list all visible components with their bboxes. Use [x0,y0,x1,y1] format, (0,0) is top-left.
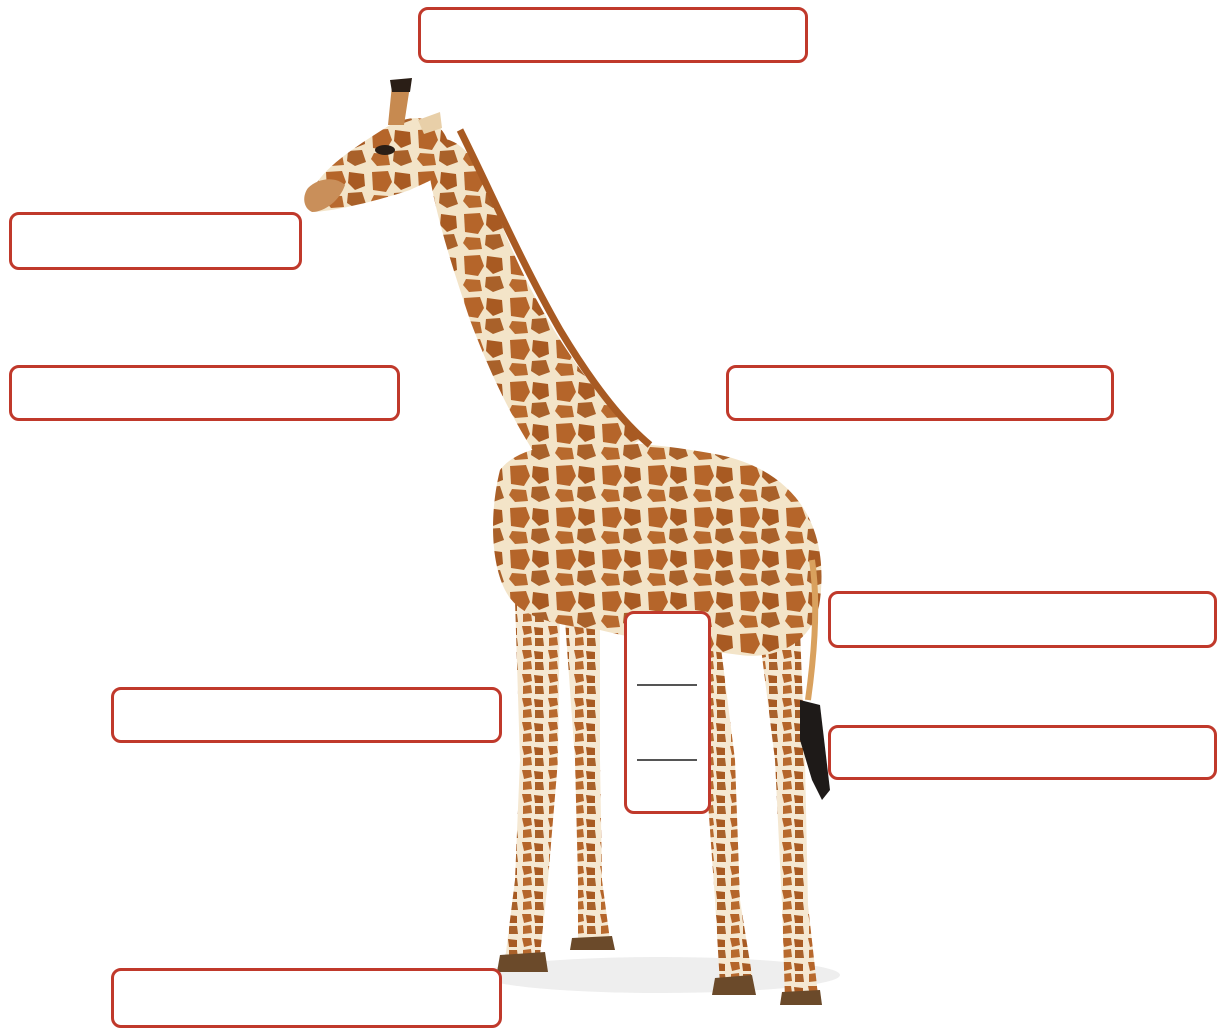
front-leg-far [565,620,610,945]
label-box-top[interactable] [418,7,808,63]
front-leg-near [505,600,560,960]
answer-line [637,684,697,686]
label-box-leg[interactable] [111,687,502,743]
label-box-tail[interactable] [828,725,1217,780]
hoof [570,936,615,950]
label-box-back[interactable] [726,365,1114,421]
label-box-rump[interactable] [828,591,1217,648]
hoof [712,975,756,995]
hoof [780,990,822,1005]
label-box-hoof[interactable] [111,968,502,1028]
ossicone-tip [390,78,412,92]
answer-line [637,759,697,761]
label-box-belly[interactable] [624,611,711,814]
eye [375,145,395,155]
label-box-neck[interactable] [9,365,400,421]
label-box-head[interactable] [9,212,302,270]
hoof [497,952,548,972]
giraffe-neck [425,138,640,490]
